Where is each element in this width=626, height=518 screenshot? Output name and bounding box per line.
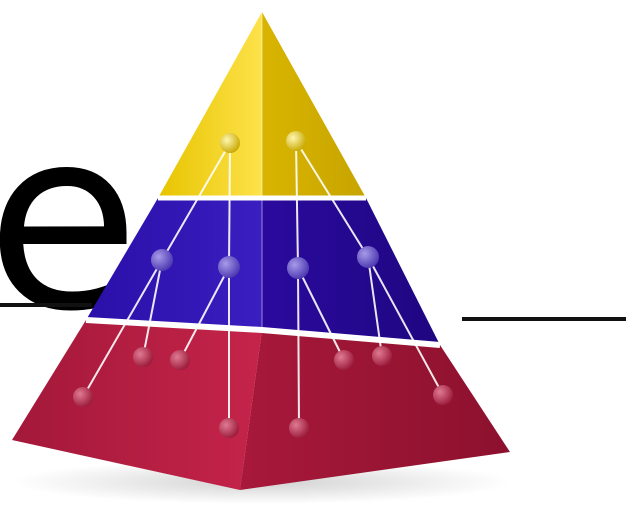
node-bottom-3	[170, 350, 190, 370]
node-top-left	[220, 133, 240, 153]
node-bottom-5	[289, 418, 309, 438]
node-bottom-8	[433, 385, 453, 405]
node-mid-2	[218, 256, 240, 278]
node-mid-3	[287, 257, 309, 279]
node-mid-4	[357, 246, 379, 268]
node-bottom-4	[219, 418, 239, 438]
node-bottom-1	[73, 387, 93, 407]
node-bottom-6	[334, 350, 354, 370]
node-top-right	[286, 131, 306, 151]
node-bottom-7	[372, 346, 392, 366]
node-bottom-2	[133, 347, 153, 367]
node-mid-1	[151, 249, 173, 271]
